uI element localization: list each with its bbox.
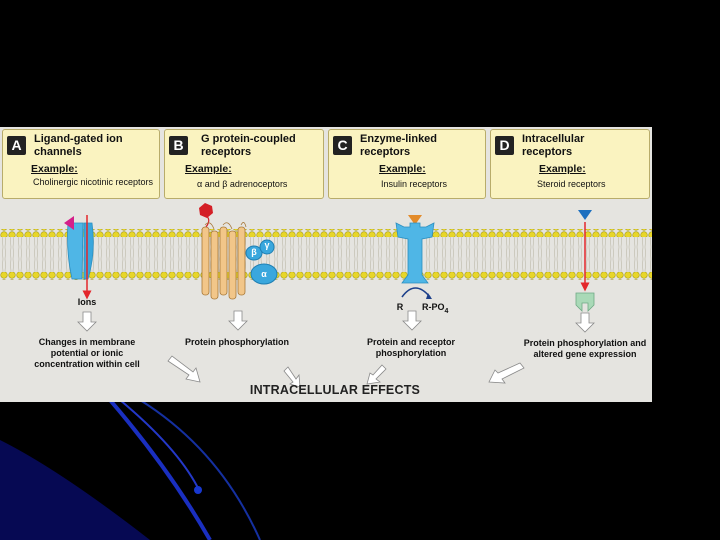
panel-a-example: Cholinergic nicotinic receptors bbox=[33, 177, 154, 187]
panel-a-example-label: Example: bbox=[31, 163, 78, 175]
panel-b-letter: B bbox=[169, 136, 188, 155]
effect-d-text: Protein phosphorylation and altered gene… bbox=[523, 338, 647, 359]
panel-a: A Ligand-gated ion channels Example: Cho… bbox=[2, 129, 160, 199]
panel-d-example: Steroid receptors bbox=[537, 179, 606, 189]
panel-a-letter: A bbox=[7, 136, 26, 155]
panel-b-example: α and β adrenoceptors bbox=[197, 179, 288, 189]
intracellular-receptor bbox=[575, 210, 595, 312]
membrane-svg bbox=[0, 203, 652, 388]
panel-b: B G protein-coupled receptors Example: α… bbox=[164, 129, 324, 199]
panel-c-example-label: Example: bbox=[379, 163, 426, 175]
panel-b-example-label: Example: bbox=[185, 163, 232, 175]
panel-c-example: Insulin receptors bbox=[381, 179, 448, 189]
ligand-red bbox=[199, 203, 213, 218]
g-protein-coupled-receptor bbox=[199, 203, 278, 300]
panel-d-title: Intracellular receptors bbox=[522, 133, 585, 158]
beta-subunit-label: β bbox=[251, 247, 257, 257]
membrane-bottom-heads bbox=[0, 272, 652, 280]
r-po4-label: R-PO4 bbox=[422, 302, 462, 317]
gamma-subunit-label: γ bbox=[264, 240, 270, 250]
panel-c-title: Enzyme-linked receptors bbox=[360, 133, 438, 158]
down-arrows bbox=[77, 310, 595, 333]
r-po-text: R-PO bbox=[422, 302, 445, 312]
ligand-blue bbox=[578, 210, 592, 220]
ligand-magenta bbox=[64, 216, 74, 230]
effect-c-text: Protein and receptor phosphorylation bbox=[366, 337, 456, 358]
panel-c-letter: C bbox=[333, 136, 352, 155]
ligand-orange bbox=[408, 215, 422, 225]
panel-d-letter: D bbox=[495, 136, 514, 155]
po4-subscript: 4 bbox=[444, 307, 449, 315]
enzyme-linked-receptor bbox=[395, 215, 435, 299]
r-label: R bbox=[396, 302, 404, 312]
panel-b-title: G protein-coupled receptors bbox=[201, 133, 296, 158]
intracellular-effects-title: INTRACELLULAR EFFECTS bbox=[249, 383, 421, 397]
effect-a-text: Changes in membrane potential or ionic c… bbox=[34, 337, 140, 369]
membrane-top-heads bbox=[0, 229, 652, 237]
membrane-tails bbox=[0, 237, 652, 272]
receptor-diagram: A Ligand-gated ion channels Example: Cho… bbox=[0, 127, 652, 402]
ion-channel bbox=[64, 215, 94, 300]
ions-label: Ions bbox=[77, 297, 97, 307]
panel-d-example-label: Example: bbox=[539, 163, 586, 175]
effect-arrows bbox=[167, 355, 525, 388]
panel-a-title: Ligand-gated ion channels bbox=[34, 133, 123, 158]
panel-c: C Enzyme-linked receptors Example: Insul… bbox=[328, 129, 486, 199]
alpha-subunit-label: α bbox=[261, 269, 267, 279]
effect-b-text: Protein phosphorylation bbox=[184, 337, 289, 347]
panel-d: D Intracellular receptors Example: Stero… bbox=[490, 129, 650, 199]
